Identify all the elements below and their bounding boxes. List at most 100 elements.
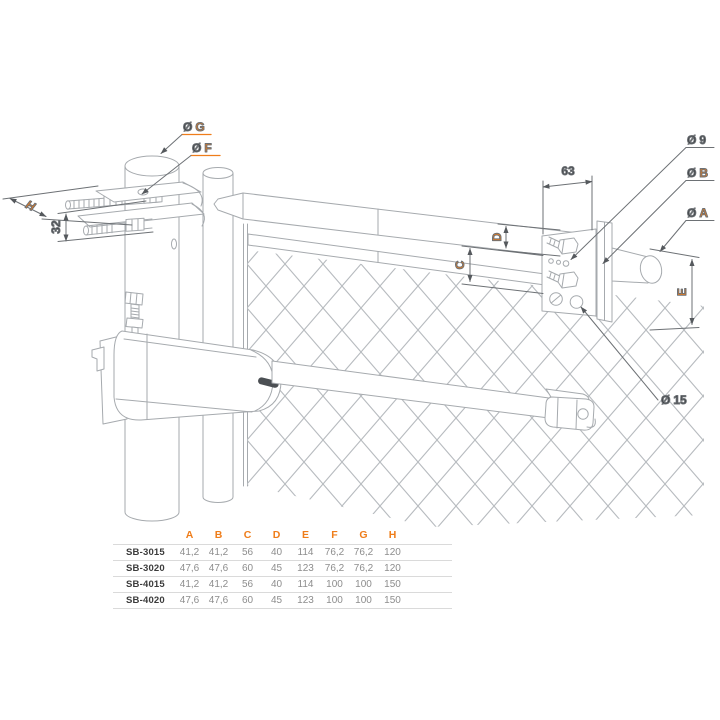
bolt-head	[557, 271, 579, 289]
value-cell: 100	[355, 595, 372, 606]
adapter-bar-end	[639, 255, 663, 284]
value-cell: 123	[297, 595, 314, 606]
thread-ticks	[91, 223, 113, 235]
value-cell: 60	[241, 563, 254, 574]
value-cell: 40	[270, 579, 283, 590]
pin-hole	[569, 295, 584, 309]
spec-table: A B C D E F G H SB-3015 41,2 41,2 56 40 …	[113, 527, 452, 609]
filler-cell	[407, 545, 452, 561]
col-header-g: G	[359, 529, 368, 541]
filler-cell	[407, 577, 452, 593]
header-spacer	[113, 527, 175, 545]
value-cell: 150	[384, 579, 401, 590]
bolt-shaft	[546, 270, 563, 284]
value-cell: 100	[326, 579, 343, 590]
value-cell: 47,6	[208, 563, 229, 574]
value-cell: 41,2	[208, 579, 229, 590]
col-header-e: E	[301, 529, 309, 541]
technical-drawing: ØG ØF H 32 63 Ø9	[2, 120, 715, 527]
slotted-screw	[549, 292, 563, 306]
value-cell: 47,6	[179, 563, 200, 574]
plate-hole	[562, 260, 570, 267]
value-cell: 60	[241, 595, 254, 606]
value-cell: 123	[297, 563, 314, 574]
value-cell: 114	[297, 547, 314, 558]
dimension-32: 32	[49, 200, 154, 242]
gate-frame-plate	[541, 220, 663, 323]
col-header-b: B	[214, 529, 223, 541]
col-header-f: F	[331, 529, 338, 541]
label-dim-63: 63	[561, 164, 575, 178]
dimension-c: C	[453, 245, 544, 294]
table-header-row: A B C D E F G H	[113, 527, 452, 545]
value-cell: 47,6	[208, 595, 229, 606]
label-dim-d: D	[490, 232, 504, 241]
actuator	[91, 291, 596, 431]
value-cell: 41,2	[208, 547, 229, 558]
plate-hole	[548, 258, 554, 264]
value-cell: 56	[241, 579, 254, 590]
col-header-d: D	[272, 529, 281, 541]
dimension-63: 63	[542, 164, 593, 235]
model-cell: SB-4015	[126, 579, 165, 590]
model-cell: SB-3015	[126, 547, 165, 558]
value-cell: 47,6	[179, 595, 200, 606]
value-cell: 41,2	[179, 579, 200, 590]
bolt-shaft	[546, 236, 563, 250]
value-cell: 45	[270, 563, 283, 574]
front-bracket	[544, 388, 596, 431]
value-cell: 120	[384, 563, 401, 574]
model-cell: SB-4020	[126, 595, 165, 606]
adapter-bar	[611, 247, 649, 284]
value-cell: 40	[270, 547, 283, 558]
value-cell: 76,2	[324, 563, 345, 574]
rear-bolt	[124, 291, 144, 337]
col-header-a: A	[185, 529, 194, 541]
header-spacer	[407, 527, 452, 545]
dimension-e: E	[649, 248, 700, 331]
value-cell: 100	[355, 579, 372, 590]
label-dim-c: C	[453, 260, 467, 269]
table-row: SB-4015 41,2 41,2 56 40 114 100 100 150	[113, 576, 452, 593]
value-cell: 56	[241, 547, 254, 558]
table-row: SB-3020 47,6 47,6 60 45 123 76,2 76,2 12…	[113, 560, 452, 577]
filler-cell	[407, 593, 452, 609]
value-cell: 120	[384, 547, 401, 558]
fence-post	[202, 167, 234, 503]
table-row: SB-4020 47,6 47,6 60 45 123 100 100 150	[113, 592, 452, 609]
label-dim-e: E	[675, 288, 689, 296]
model-cell: SB-3020	[126, 563, 165, 574]
brand-label	[258, 377, 279, 388]
thread-ticks	[73, 198, 100, 210]
bracket-hole	[577, 408, 589, 420]
value-cell: 150	[384, 595, 401, 606]
value-cell: 76,2	[324, 547, 345, 558]
thread-ticks	[130, 307, 140, 319]
value-cell: 76,2	[353, 547, 374, 558]
value-cell: 114	[297, 579, 314, 590]
label-dim-32: 32	[49, 220, 63, 234]
post-hole	[171, 238, 177, 250]
col-header-c: C	[243, 529, 252, 541]
bolt-head	[557, 237, 579, 255]
value-cell: 41,2	[179, 547, 200, 558]
value-cell: 100	[326, 595, 343, 606]
table-row: SB-3015 41,2 41,2 56 40 114 76,2 76,2 12…	[113, 544, 452, 561]
col-header-h: H	[388, 529, 397, 541]
filler-cell	[407, 561, 452, 577]
plate-hole	[556, 259, 561, 265]
value-cell: 45	[270, 595, 283, 606]
